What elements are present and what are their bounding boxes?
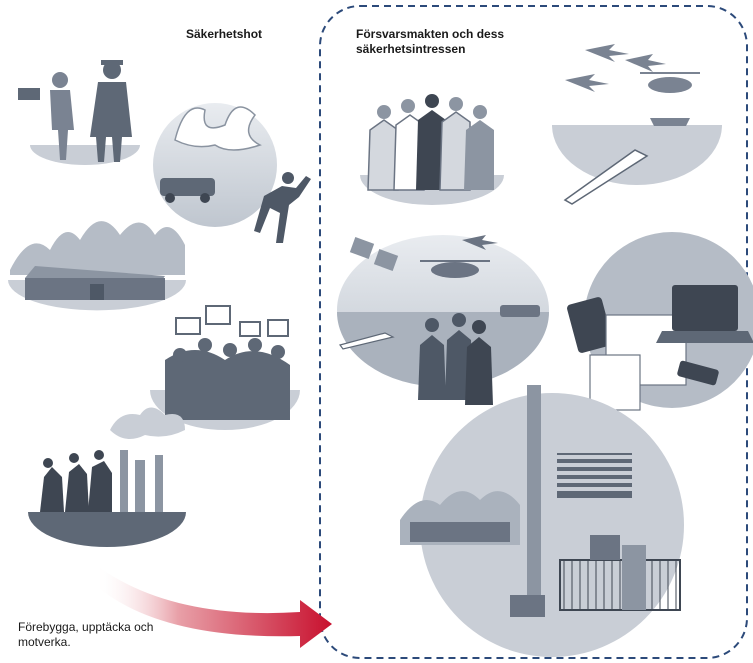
group-of-people-icon (367, 94, 494, 191)
spy-and-laptop-icon (18, 60, 132, 162)
espionage-scene (18, 60, 140, 165)
arrow-label-line1: Förebygga, upptäcka och (18, 620, 154, 634)
jets-helicopter-ship-icon (563, 44, 700, 205)
burning-car-runner-icon (160, 172, 311, 243)
protesters-with-signs-icon (165, 305, 290, 420)
facility-forest-scene (8, 221, 186, 311)
military-operations-scene (337, 235, 549, 405)
armed-group-smoke-icon (40, 450, 163, 512)
warehouse-icon (25, 266, 165, 300)
defence-interests-title: Försvarsmakten och dess säkerhetsintress… (356, 27, 536, 57)
defence-interests-title-line1: Försvarsmakten och dess (356, 27, 505, 41)
infrastructure-scene (400, 385, 684, 657)
defence-interests-title-line2: säkerhetsintressen (356, 42, 466, 56)
sabotage-fire-scene (153, 103, 311, 243)
terrorism-scene (28, 407, 186, 547)
arrow-label: Förebygga, upptäcka och motverka. (18, 620, 188, 650)
soldiers-helicopter-tank-icon (338, 235, 540, 405)
protest-crowd-scene (150, 305, 300, 430)
radio-mast-buildings-icon (400, 385, 681, 617)
air-sea-assets-scene (552, 44, 722, 205)
arrow-label-line2: motverka. (18, 635, 71, 649)
threats-title: Säkerhetshot (186, 27, 263, 41)
phone-laptop-documents-icon (567, 285, 753, 411)
defence-interests-boundary (319, 5, 748, 659)
personnel-scene (360, 94, 504, 205)
information-scene (567, 232, 753, 411)
red-gradient-arrow-icon (95, 568, 332, 648)
